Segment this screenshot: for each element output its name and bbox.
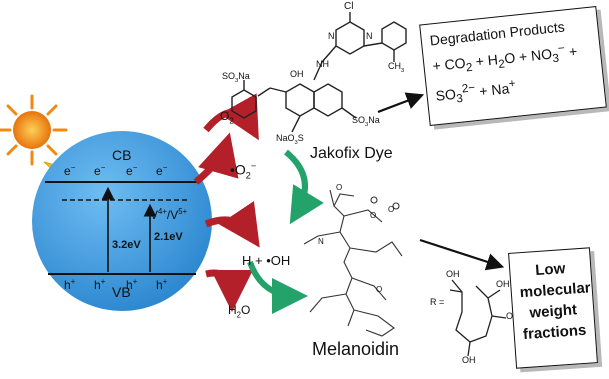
atom-cl: Cl — [344, 1, 354, 12]
atom-oh-frag-2: OH — [496, 279, 510, 289]
atom-nao3s: NaO3S — [276, 133, 304, 146]
atom-o-4: O — [376, 285, 383, 294]
hole-3: h+ — [126, 277, 138, 292]
atom-n-mel: N — [318, 237, 324, 246]
atom-r: R = — [430, 297, 445, 307]
hole-4: h+ — [156, 277, 168, 292]
arrow-to-degradation-products — [377, 92, 425, 114]
electron-2: e− — [94, 163, 106, 178]
melanoidin-name: Melanoidin — [312, 339, 400, 359]
atom-nh: NH — [316, 59, 329, 69]
atom-oh-dye: OH — [290, 69, 304, 79]
atom-so3na-1: SO3Na — [222, 71, 250, 84]
fragment-structure — [449, 279, 507, 357]
superoxide-label: •O2− — [230, 161, 257, 181]
atom-n-2: N — [366, 31, 373, 41]
o2-label: O2 — [220, 109, 234, 126]
electron-4: e− — [156, 163, 168, 178]
cb-label: CB — [112, 147, 132, 163]
dopant-label: V4+/V5+ — [150, 207, 188, 222]
sun-icon — [0, 94, 68, 166]
hole-1: h+ — [64, 277, 76, 292]
red-arrow-o2 — [203, 93, 259, 141]
green-arrow-upper — [284, 149, 324, 225]
low-mw-fractions-box: Low molecular weight fractions — [508, 247, 598, 369]
dye-name: Jakofix Dye — [310, 145, 393, 162]
atom-oh-frag-4: OH — [462, 355, 476, 365]
degradation-products-box: Degradation Products + CO2 + H2O + NO3− … — [419, 5, 607, 127]
red-arrow-superoxide — [193, 132, 239, 185]
red-arrow-hplus-oh — [204, 201, 260, 248]
electron-3: e− — [126, 163, 138, 178]
atom-o-2: O — [370, 211, 377, 220]
semiconductor-particle — [32, 131, 212, 311]
red-arrow-h2o — [205, 269, 253, 312]
jakofix-dye-structure — [231, 12, 407, 133]
atom-o-1: O — [336, 183, 343, 192]
hole-2: h+ — [94, 277, 106, 292]
h-plus-oh-label: H + •OH — [242, 253, 291, 268]
h2o-label: H2O — [228, 303, 251, 320]
vb-label: VB — [112, 284, 131, 300]
atom-n-1: N — [328, 31, 335, 41]
atom-so3na-2: SO3Na — [352, 115, 380, 128]
atom-ch3: CH3 — [388, 61, 405, 74]
low-mw-line-4: fractions — [522, 321, 587, 344]
band-gap-3-2ev: 3.2eV — [112, 239, 141, 251]
melanoidin-structure — [303, 189, 403, 337]
band-gap-2-1ev: 2.1eV — [154, 231, 183, 243]
arrow-to-low-mw-fractions — [419, 238, 505, 271]
electron-1: e− — [64, 163, 76, 178]
atom-oh-frag-1: OH — [446, 269, 460, 279]
green-arrow-lower — [247, 260, 308, 314]
atom-o-3: O — [388, 205, 395, 214]
